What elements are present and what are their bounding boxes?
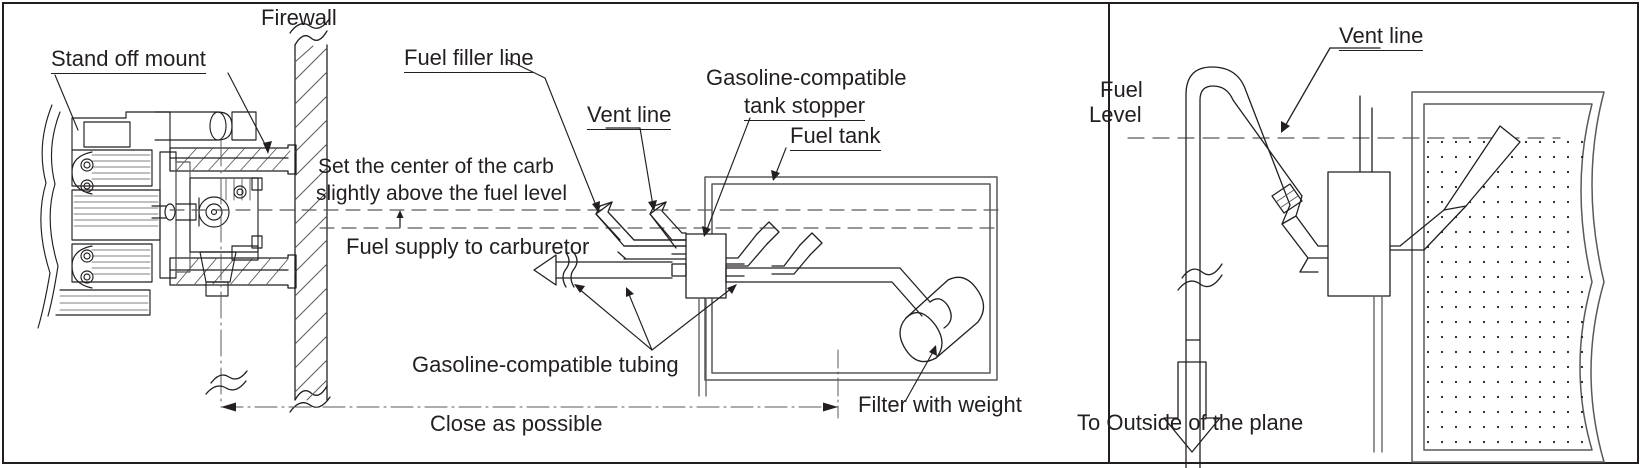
filter-weight-graphic xyxy=(899,276,985,363)
label-to-outside-of-plane: To Outside of the plane xyxy=(1077,410,1304,435)
right-stopper-graphic xyxy=(1327,171,1391,453)
fuel-fill-dots xyxy=(1426,140,1584,444)
label-set-center-line2: slightly above the fuel level xyxy=(316,182,567,205)
down-arrow-graphic xyxy=(1163,361,1221,453)
panel-divider xyxy=(1108,2,1110,464)
right-pickup-tube xyxy=(1389,125,1521,251)
label-fuel-level-line2: Level xyxy=(1089,102,1142,127)
fuel-supply-line-graphic xyxy=(533,252,687,288)
label-fuel-tank: Fuel tank xyxy=(790,123,881,151)
fuel-filler-line-graphic xyxy=(595,201,687,260)
pickup-line-and-filter xyxy=(725,267,985,363)
right-tank-graphic xyxy=(1411,91,1605,463)
label-close-as-possible: Close as possible xyxy=(430,411,603,436)
label-fuel-supply-to-carburetor: Fuel supply to carburetor xyxy=(346,234,590,259)
label-stand-off-mount: Stand off mount xyxy=(51,46,206,74)
vent-line-graphic-left xyxy=(649,201,687,255)
label-filter-with-weight: Filter with weight xyxy=(858,392,1022,417)
label-fuel-filler-line: Fuel filler line xyxy=(404,45,534,73)
label-tank-stopper-line2: tank stopper xyxy=(744,93,866,121)
label-gasoline-compatible-tubing: Gasoline-compatible tubing xyxy=(412,352,679,377)
tank-internal-tubes xyxy=(725,221,823,275)
right-vent-into-tank xyxy=(1359,95,1373,173)
tank-stopper-graphic xyxy=(685,233,727,397)
leader-lines-right xyxy=(1281,47,1381,133)
label-fuel-level-line1: Fuel xyxy=(1100,77,1143,102)
engine-graphic xyxy=(37,104,263,329)
stopper-right-stub xyxy=(725,263,745,277)
label-vent-line-left: Vent line xyxy=(587,102,672,130)
label-vent-line-right: Vent line xyxy=(1339,23,1424,51)
standoff-mount-graphic xyxy=(169,144,297,289)
close-as-possible-dimension xyxy=(205,349,839,419)
level-offset-arrow xyxy=(396,210,404,228)
leader-lines-left xyxy=(54,59,937,401)
label-tank-stopper-line1: Gasoline-compatible xyxy=(706,65,907,90)
firewall-graphic xyxy=(289,17,331,413)
tube-break-squiggle xyxy=(1177,263,1223,291)
label-set-center-line1: Set the center of the carb xyxy=(318,155,554,178)
vent-tube-u-graphic xyxy=(1185,66,1361,468)
label-firewall: Firewall xyxy=(261,5,337,30)
